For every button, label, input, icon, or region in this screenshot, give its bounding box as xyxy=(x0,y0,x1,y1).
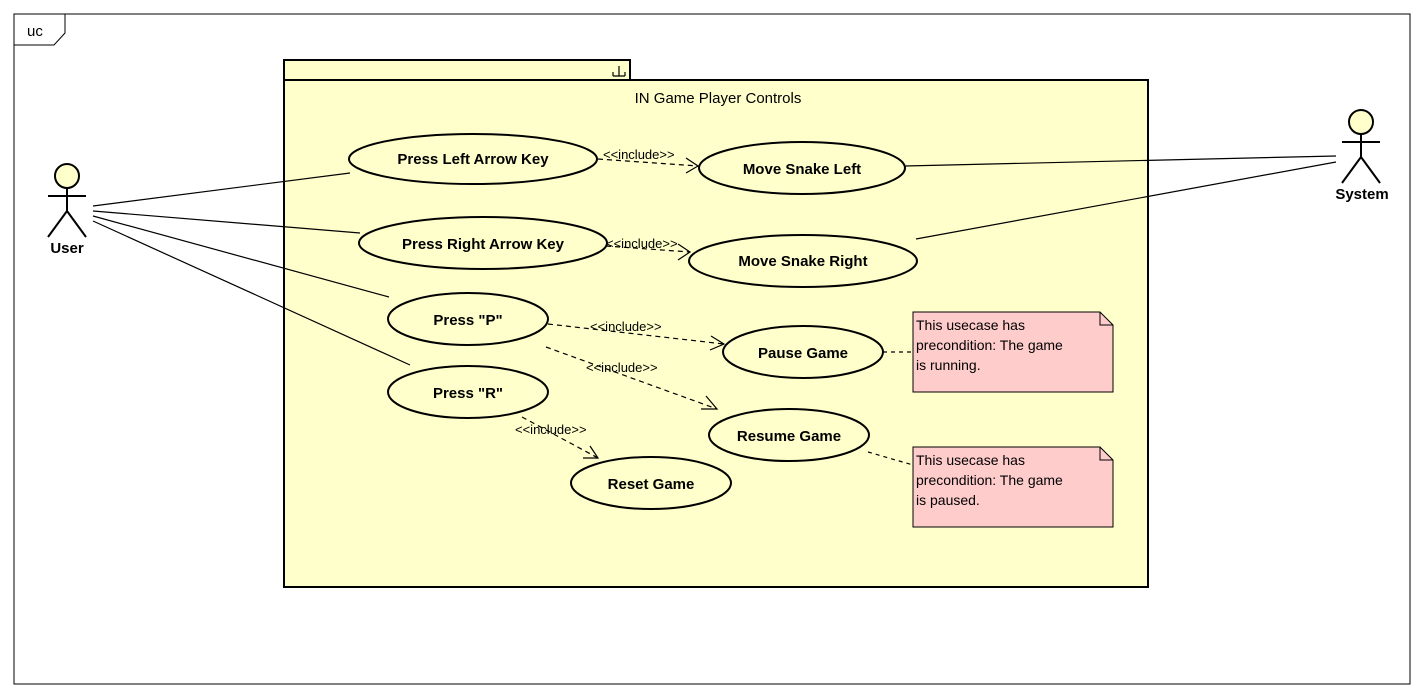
actor-head xyxy=(54,163,80,189)
usecase-move-snake-left[interactable]: Move Snake Left xyxy=(698,141,906,195)
usecase-press-left-arrow-key[interactable]: Press Left Arrow Key xyxy=(348,133,598,185)
usecase-press-right-arrow-key[interactable]: Press Right Arrow Key xyxy=(358,216,608,270)
usecase-press-p[interactable]: Press "P" xyxy=(387,292,549,346)
note-line: precondition: The game xyxy=(916,472,1063,488)
package-tab xyxy=(283,59,631,81)
usecase-press-r[interactable]: Press "R" xyxy=(387,365,549,419)
include-left-arrowhead xyxy=(685,157,700,174)
note-resume-precondition[interactable]: This usecase has precondition: The game … xyxy=(912,446,1114,528)
actor-leg-right xyxy=(1360,156,1381,184)
usecase-label: Move Snake Right xyxy=(738,253,867,270)
usecase-reset-game[interactable]: Reset Game xyxy=(570,456,732,510)
include-pause-arrowhead xyxy=(709,335,726,351)
usecase-label: Reset Game xyxy=(608,476,695,493)
usecase-label: Press "R" xyxy=(433,385,503,402)
actor-leg-left xyxy=(1341,156,1362,184)
assoc-user-press-left xyxy=(92,172,351,207)
frame-tab xyxy=(14,14,66,46)
assoc-user-press-right xyxy=(92,210,361,234)
usecase-label: Press Right Arrow Key xyxy=(402,236,565,253)
usecase-move-snake-right[interactable]: Move Snake Right xyxy=(688,234,918,288)
actor-head xyxy=(1348,109,1374,135)
include-label-left: <<include>> xyxy=(603,147,675,162)
include-label-right: <<include>> xyxy=(606,236,678,251)
assoc-user-press-r xyxy=(92,220,411,366)
usecase-resume-game[interactable]: Resume Game xyxy=(708,408,870,462)
actor-system[interactable]: System xyxy=(1335,109,1389,203)
include-left xyxy=(597,158,699,167)
assoc-system-move-right xyxy=(915,161,1337,240)
package-title: IN Game Player Controls xyxy=(635,90,802,107)
usecase-label: Press "P" xyxy=(433,312,502,329)
frame-label: uc xyxy=(27,23,43,40)
usecase-label: Move Snake Left xyxy=(743,161,861,178)
note-body xyxy=(912,446,1114,528)
include-label-reset: <<include>> xyxy=(515,422,587,437)
assoc-system-move-left xyxy=(904,155,1337,167)
note-line: This usecase has xyxy=(916,452,1025,468)
include-resume xyxy=(545,346,718,410)
note-line: is running. xyxy=(916,357,981,373)
include-label-pause: <<include>> xyxy=(590,319,662,334)
note-line: This usecase has xyxy=(916,317,1025,333)
diagram-frame xyxy=(13,13,1411,685)
note-pause-precondition[interactable]: This usecase has precondition: The game … xyxy=(912,311,1114,393)
actor-leg-left xyxy=(47,210,68,238)
include-pause xyxy=(547,323,725,345)
include-resume-arrowhead xyxy=(701,395,719,410)
note-body xyxy=(912,311,1114,393)
usecase-label: Pause Game xyxy=(758,345,848,362)
usecase-label: Press Left Arrow Key xyxy=(397,151,549,168)
include-reset-arrowhead xyxy=(583,445,600,459)
assoc-user-press-p xyxy=(92,215,390,298)
actor-label: User xyxy=(50,240,84,257)
package-tab-icon xyxy=(612,66,626,77)
note-fold xyxy=(1099,312,1113,326)
actor-user[interactable]: User xyxy=(47,163,87,257)
note-fold xyxy=(1099,447,1113,461)
note-line: is paused. xyxy=(916,492,980,508)
include-right-arrowhead xyxy=(677,243,692,261)
usecase-pause-game[interactable]: Pause Game xyxy=(722,325,884,379)
usecase-label: Resume Game xyxy=(737,428,841,445)
note-line: precondition: The game xyxy=(916,337,1063,353)
actor-leg-right xyxy=(66,210,87,238)
actor-label: System xyxy=(1335,186,1388,203)
include-label-resume: <<include>> xyxy=(586,360,658,375)
